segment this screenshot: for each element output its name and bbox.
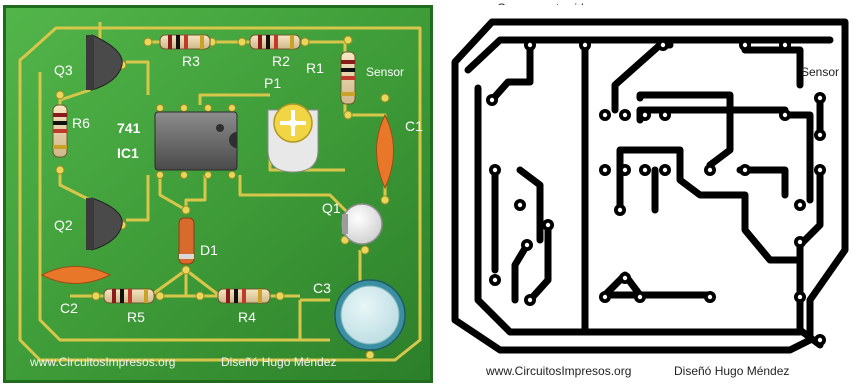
label-c1: C1 xyxy=(405,118,423,134)
label-p1: P1 xyxy=(264,75,281,91)
label-c2: C2 xyxy=(60,300,78,316)
resistor-r2 xyxy=(249,34,301,50)
copper-view: Sensor www.CircuitosImpresos.org Diseñó … xyxy=(444,5,861,383)
label-r4: R4 xyxy=(238,309,256,325)
label-q3: Q3 xyxy=(54,62,73,78)
label-sensor: Sensor xyxy=(366,65,404,79)
resistor-r3 xyxy=(159,34,211,50)
copper-sensor-label: Sensor xyxy=(801,65,839,79)
view-divider xyxy=(435,0,444,387)
label-r2: R2 xyxy=(272,53,290,69)
copper-footer-credit: Diseñó Hugo Méndez xyxy=(674,364,789,378)
label-c3: C3 xyxy=(313,280,331,296)
copper-pads xyxy=(486,39,826,346)
copper-traces xyxy=(451,18,849,354)
resistor-r1 xyxy=(340,51,356,105)
label-r3: R3 xyxy=(182,53,200,69)
label-r6: R6 xyxy=(72,115,90,131)
diode-d1 xyxy=(178,217,195,265)
label-ic-type: 741 xyxy=(117,120,141,136)
capacitor-c3 xyxy=(334,279,406,351)
assembly-footer-credit: Diseñó Hugo Méndez xyxy=(221,355,336,369)
ic-741 xyxy=(154,111,238,171)
capacitor-c2 xyxy=(40,266,112,284)
resistor-r4 xyxy=(217,288,271,304)
potentiometer-p1 xyxy=(267,103,319,173)
transistor-q3 xyxy=(86,34,123,91)
capacitor-c1 xyxy=(376,113,394,190)
label-d1: D1 xyxy=(200,242,218,258)
assembly-pads xyxy=(55,35,390,360)
transistor-q2 xyxy=(86,197,123,251)
label-q1: Q1 xyxy=(322,200,341,216)
copper-footer-site: www.CircuitosImpresos.org xyxy=(485,364,631,378)
resistor-r6 xyxy=(52,104,68,158)
assembly-footer-site: www.CircuitosImpresos.org xyxy=(29,355,175,369)
transistor-q1 xyxy=(341,203,383,245)
label-r1: R1 xyxy=(306,60,324,76)
assembly-view: Q3 R6 741 IC1 Q2 C2 xyxy=(3,5,433,383)
resistor-r5 xyxy=(103,288,155,304)
label-ic-name: IC1 xyxy=(117,145,139,161)
label-r5: R5 xyxy=(127,309,145,325)
label-q2: Q2 xyxy=(54,217,73,233)
